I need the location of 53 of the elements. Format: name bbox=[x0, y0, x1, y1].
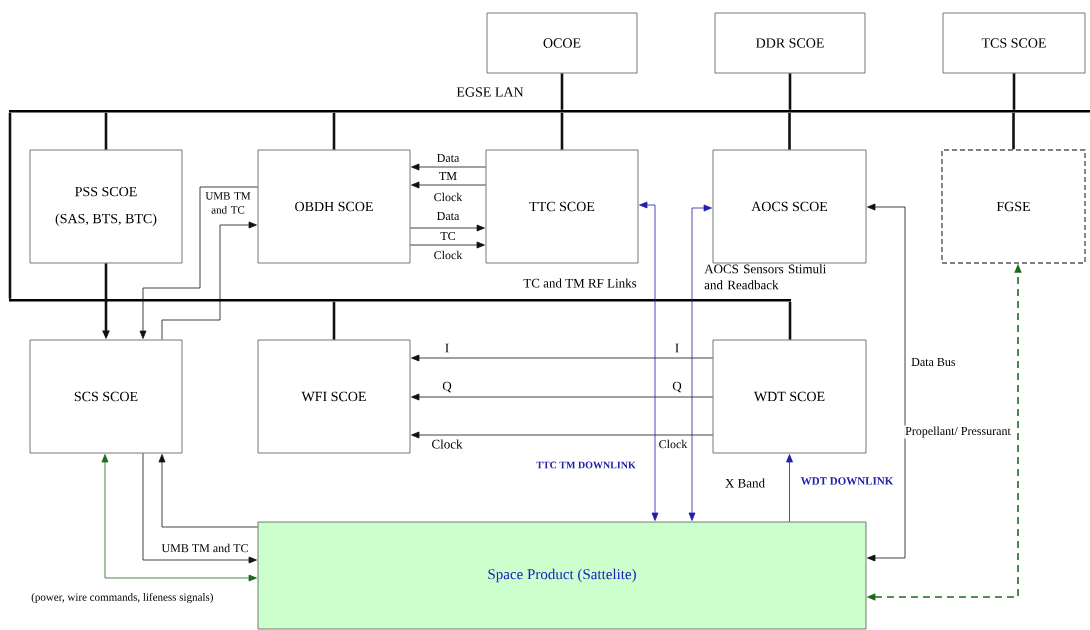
node-label: EGSE LAN bbox=[456, 87, 524, 97]
edge-label: Data Bus bbox=[910, 357, 957, 367]
text-label: WDT DOWNLINK bbox=[800, 477, 894, 485]
signal-label: Q bbox=[672, 381, 682, 393]
text-label: TC and TM RF Links bbox=[523, 278, 637, 288]
arrow bbox=[158, 454, 258, 528]
signal-label: Clock bbox=[434, 250, 463, 260]
arrow bbox=[411, 181, 486, 189]
arrow bbox=[867, 203, 906, 562]
process-box: OBDH SCOE bbox=[257, 149, 411, 264]
signal-label: X Band bbox=[725, 478, 765, 488]
text-label: (power, wire commands, lifeness signals) bbox=[31, 592, 213, 604]
signal-label: Clock bbox=[434, 192, 463, 202]
signal-label: I bbox=[445, 343, 449, 353]
signal-label: Data bbox=[437, 212, 460, 220]
process-box: WDT SCOE bbox=[712, 339, 867, 454]
arrow bbox=[101, 454, 257, 582]
process-box: AOCS SCOE bbox=[712, 149, 867, 264]
arrow bbox=[139, 186, 258, 339]
lan-bus: EGSE LAN bbox=[9, 87, 1090, 113]
text-label: AOCS Sensors Stimuli and Readback bbox=[704, 264, 827, 290]
signal-label: TM bbox=[439, 172, 457, 180]
arrow bbox=[411, 393, 713, 401]
process-box: TTC SCOE bbox=[485, 149, 639, 264]
signal-label: Q bbox=[442, 381, 452, 393]
arrow bbox=[410, 224, 485, 232]
arrow bbox=[411, 354, 713, 362]
signal-label: I bbox=[675, 343, 679, 353]
process-box: DDR SCOE bbox=[714, 12, 866, 74]
arrow bbox=[142, 453, 257, 564]
process-box: PSS SCOE (SAS, BTS, BTC) bbox=[29, 149, 183, 264]
signal-label: Clock bbox=[659, 439, 688, 449]
process-box: OCOE bbox=[486, 12, 638, 74]
text-label: UMB TM and TC bbox=[161, 543, 248, 553]
arrow bbox=[411, 431, 713, 439]
process-box: SCS SCOE bbox=[29, 339, 183, 454]
dashed-box: FGSE bbox=[941, 149, 1086, 264]
arrow bbox=[410, 241, 485, 249]
arrow bbox=[639, 201, 659, 521]
arrow bbox=[786, 454, 793, 522]
text-label: TTC TM DOWNLINK bbox=[536, 461, 636, 469]
signal-label: TC bbox=[440, 231, 455, 241]
arrow bbox=[161, 221, 257, 340]
process-box: WFI SCOE bbox=[257, 339, 411, 454]
process-box: TCS SCOE bbox=[942, 12, 1086, 74]
arrow bbox=[688, 204, 712, 521]
text-label: UMB TM and TC bbox=[205, 192, 251, 214]
product-box: Space Product (Sattelite) bbox=[257, 521, 867, 630]
signal-label: Data bbox=[437, 154, 460, 162]
signal-label: Clock bbox=[432, 439, 463, 449]
edge-label: Propellant/ Pressurant bbox=[904, 425, 1012, 439]
arrow bbox=[411, 163, 486, 171]
lan-bus bbox=[9, 299, 791, 302]
